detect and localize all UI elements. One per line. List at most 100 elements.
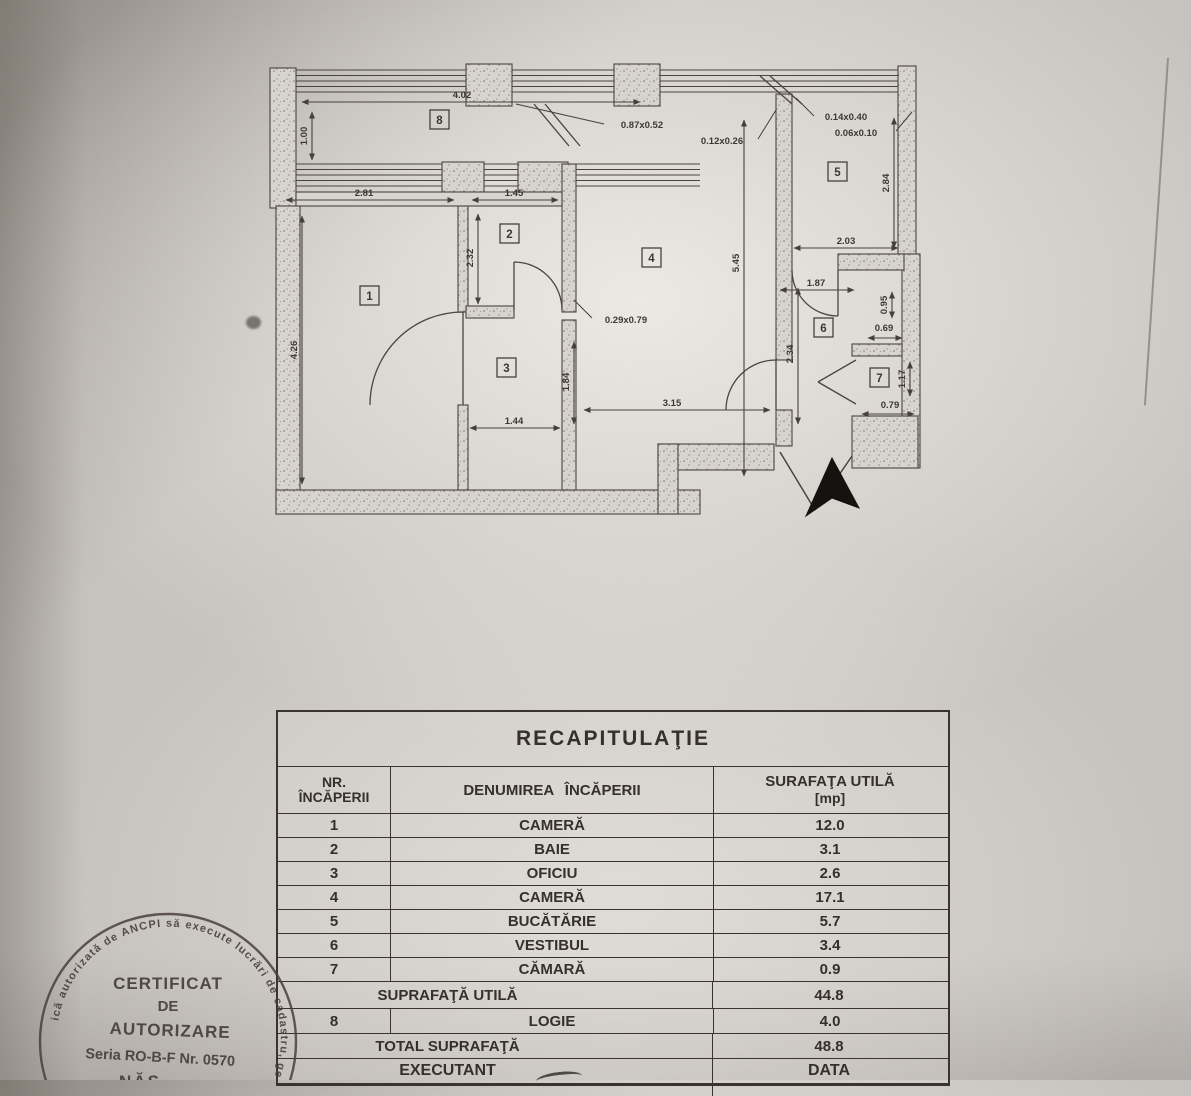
table-row: 5 BUCĂTĂRIE 5.7 [278, 909, 948, 933]
svg-text:ică autorizată de ANCPI să exe: ică autorizată de ANCPI să execute lucră… [20, 905, 290, 1080]
row-nr: 3 [329, 865, 339, 882]
table-title: RECAPITULAŢIE [516, 727, 710, 750]
suprafata-utila-row: SUPRAFAŢĂ UTILĂ 44.8 [278, 981, 948, 1008]
room-label-5: 5 [834, 167, 841, 179]
row-name: BAIE [390, 838, 713, 861]
row-nr: 5 [329, 913, 339, 930]
table-row: 7 CĂMARĂ 0.9 [278, 957, 948, 981]
row-area: 3.4 [713, 934, 946, 957]
table-header-row: NR. ÎNCĂPERII DENUMIREA ÎNCĂPERII SURAFA… [278, 766, 948, 813]
row-name: CAMERĂ [390, 814, 713, 837]
dim-1-45: 1.45 [505, 188, 524, 199]
dim-0-12x0-26: 0.12x0.26 [701, 136, 743, 147]
row-name: CAMERĂ [390, 886, 713, 909]
partial-bottom-row [278, 1083, 948, 1096]
row-area: 2.6 [713, 862, 946, 885]
edge-smudge-mark [246, 316, 261, 329]
row-name: CĂMARĂ [390, 958, 713, 981]
row-area: 5.7 [713, 910, 946, 933]
north-arrow-icon [804, 456, 861, 518]
dim-0-79: 0.79 [881, 400, 900, 411]
dim-0-14x0-40: 0.14x0.40 [825, 112, 867, 123]
logie-name: LOGIE [390, 1009, 713, 1033]
suprafata-utila-value: 44.8 [712, 982, 945, 1008]
stamp-line-certificat: CERTIFICAT [113, 974, 223, 993]
header-nr-line2: ÎNCĂPERII [298, 789, 370, 805]
header-mp-unit: [mp] [814, 790, 846, 806]
stamp-line-seria: Seria RO-B-F Nr. 0570 [85, 1046, 236, 1070]
room-label-4: 4 [648, 253, 655, 265]
total-value: 48.8 [712, 1034, 945, 1058]
row-name: VESTIBUL [390, 934, 713, 957]
dim-2-81: 2.81 [355, 188, 374, 199]
logie-value: 4.0 [713, 1009, 946, 1033]
stamp-ring-text: ică autorizată de ANCPI să execute lucră… [20, 905, 289, 1080]
room-label-8: 8 [436, 115, 443, 127]
logie-row: 8 LOGIE 4.0 [278, 1008, 948, 1033]
dim-1-17: 1.17 [897, 370, 908, 389]
row-nr: 2 [329, 841, 339, 858]
row-nr: 1 [329, 817, 339, 834]
total-row: TOTAL SUPRAFAŢĂ 48.8 [278, 1033, 948, 1058]
dim-4-02: 4.02 [453, 90, 472, 101]
stamp-line-name: NĂS [119, 1072, 161, 1080]
dim-4-26: 4.26 [289, 341, 300, 360]
header-nr-line1: NR. [321, 774, 347, 790]
table-row: 6 VESTIBUL 3.4 [278, 933, 948, 957]
dim-1-87: 1.87 [807, 278, 826, 289]
dim-2-84: 2.84 [881, 173, 892, 192]
row-area: 17.1 [713, 886, 946, 909]
logie-nr: 8 [329, 1012, 339, 1030]
room-label-1: 1 [366, 291, 373, 303]
walls [269, 63, 921, 515]
dim-0-69: 0.69 [875, 323, 894, 334]
row-area: 12.0 [713, 814, 946, 837]
room-label-7: 7 [876, 373, 882, 385]
stamp-line-de: DE [158, 998, 179, 1015]
doors [369, 75, 857, 511]
room-labels: 8 1 2 3 4 5 6 7 [359, 109, 890, 388]
table-row: 4 CAMERĂ 17.1 [278, 885, 948, 909]
dim-2-32: 2.32 [465, 249, 476, 268]
room-label-3: 3 [503, 363, 509, 375]
table-row: 3 OFICIU 2.6 [278, 861, 948, 885]
dim-0-87x0-52: 0.87x0.52 [621, 120, 663, 131]
table-row: 1 CAMERĂ 12.0 [278, 813, 948, 837]
row-nr: 6 [329, 937, 339, 954]
certification-stamp: ică autorizată de ANCPI să execute lucră… [20, 905, 298, 1080]
stamp-line-autorizare: AUTORIZARE [109, 1019, 231, 1042]
dim-1-00: 1.00 [299, 127, 310, 146]
dim-2-34: 2.34 [785, 344, 796, 363]
dim-5-45: 5.45 [731, 253, 742, 272]
paper-crease-line [1143, 57, 1169, 406]
row-area: 0.9 [713, 958, 946, 981]
leader-lines [515, 97, 913, 319]
dim-2-03: 2.03 [837, 236, 856, 247]
dim-0-06x0-10: 0.06x0.10 [835, 128, 877, 139]
room-label-2: 2 [506, 229, 512, 241]
dim-1-44: 1.44 [505, 416, 524, 427]
dim-1-84: 1.84 [561, 372, 572, 391]
dim-0-29x0-79: 0.29x0.79 [605, 315, 647, 326]
header-suprafata: SURAFAŢA UTILĂ [765, 773, 895, 790]
row-name: BUCĂTĂRIE [390, 910, 713, 933]
row-name: OFICIU [390, 862, 713, 885]
row-area: 3.1 [713, 838, 946, 861]
table-row: 2 BAIE 3.1 [278, 837, 948, 861]
row-nr: 7 [329, 961, 339, 978]
dim-0-95: 0.95 [879, 295, 890, 314]
executant-row: EXECUTANT DATA [278, 1058, 948, 1083]
header-denumirea: DENUMIREA ÎNCĂPERII [390, 767, 713, 813]
window-line-bands [296, 69, 898, 187]
executant-label: EXECUTANT [399, 1062, 496, 1079]
room-label-6: 6 [820, 323, 826, 335]
total-label: TOTAL SUPRAFAŢĂ [375, 1037, 520, 1055]
row-nr: 4 [329, 889, 339, 906]
dim-3-15: 3.15 [663, 398, 682, 409]
dimension-lines [285, 99, 915, 485]
recap-table: RECAPITULAŢIE NR. ÎNCĂPERII DENUMIREA ÎN… [276, 710, 950, 1096]
suprafata-utila-label: SUPRAFAŢĂ UTILĂ [377, 986, 518, 1004]
stamp-circle [38, 912, 298, 1080]
data-label: DATA [712, 1059, 945, 1083]
